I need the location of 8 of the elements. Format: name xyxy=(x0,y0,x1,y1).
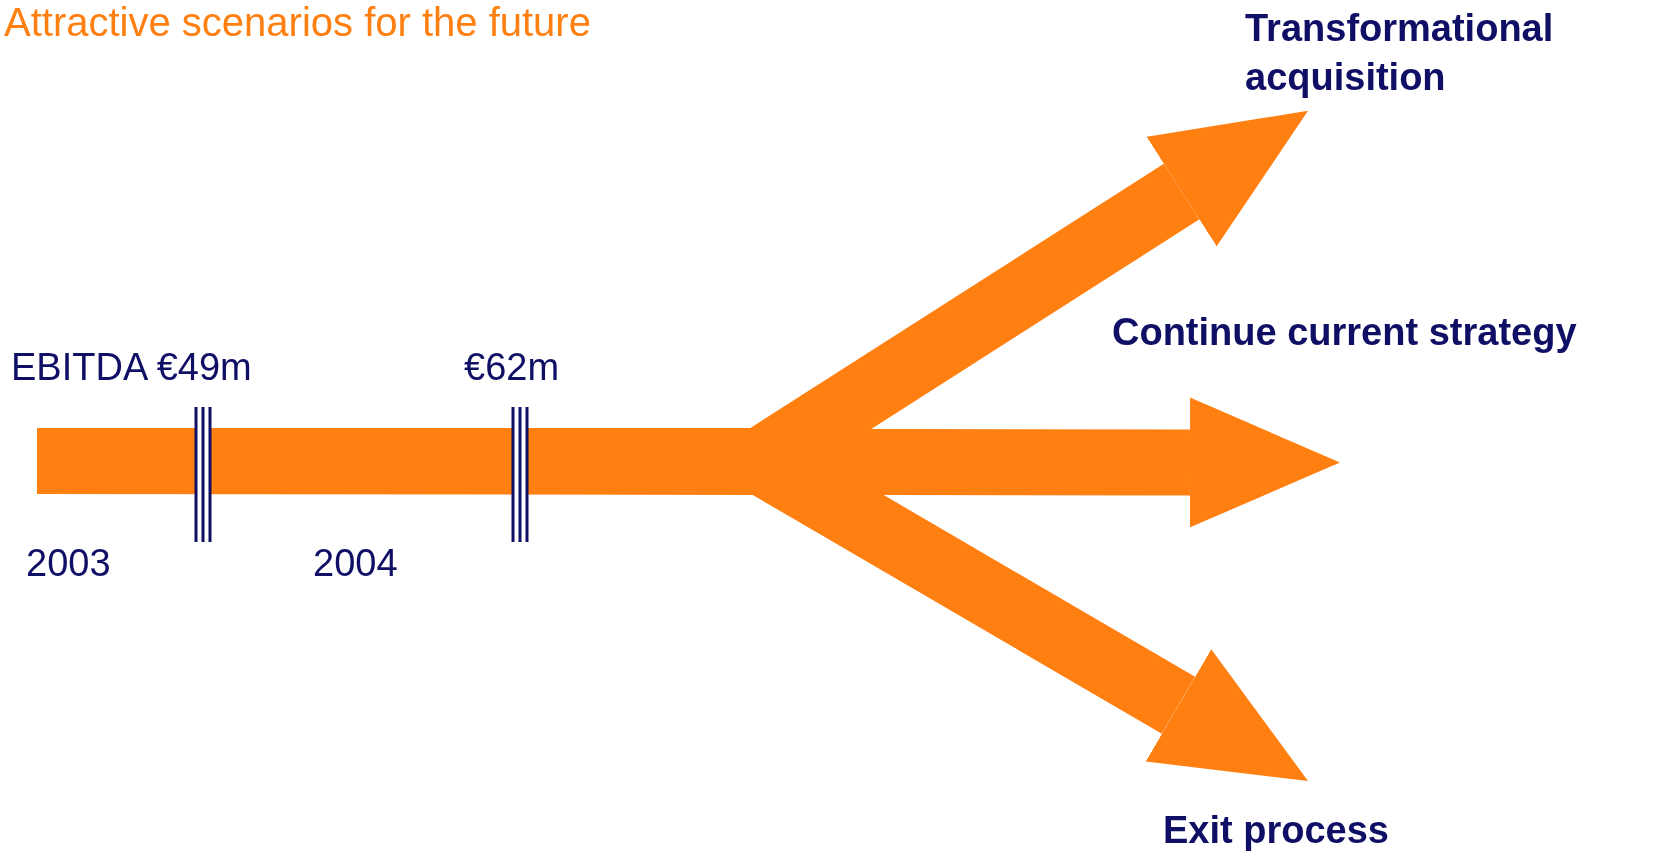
scenario-label: Transformational acquisition xyxy=(1245,4,1625,103)
scenario-label: Exit process xyxy=(1163,806,1389,856)
title: Attractive scenarios for the future xyxy=(4,0,591,45)
value-label: EBITDA €49m xyxy=(11,346,252,389)
scenario-label: Continue current strategy xyxy=(1112,308,1577,358)
year-label: 2003 xyxy=(26,542,111,585)
year-label: 2004 xyxy=(313,542,398,585)
value-label: €62m xyxy=(464,346,560,389)
